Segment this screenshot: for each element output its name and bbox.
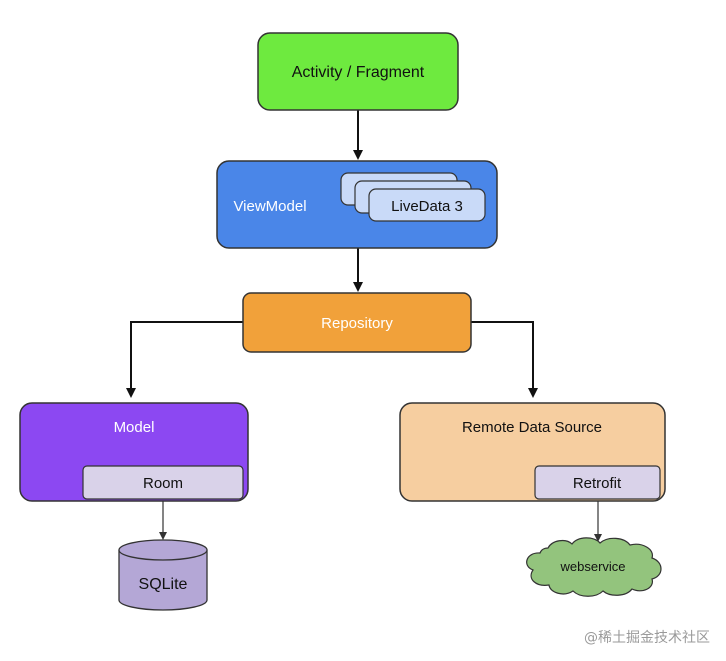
activity-label: Activity / Fragment	[292, 64, 425, 81]
livedata-label: LiveData 3	[391, 198, 463, 215]
edge-repository-remote	[471, 321, 538, 398]
retrofit-label: Retrofit	[573, 475, 622, 492]
sqlite-label: SQLite	[139, 576, 188, 593]
model-label: Model	[114, 419, 155, 436]
remote-label: Remote Data Source	[462, 419, 602, 436]
webservice-label: webservice	[559, 559, 625, 574]
repository-node	[242, 292, 472, 353]
room-node	[82, 465, 244, 500]
repository-label: Repository	[321, 315, 393, 332]
webservice-cloud-icon	[526, 537, 662, 597]
sqlite-database-icon	[118, 539, 208, 611]
livedata-card-front	[368, 188, 486, 222]
retrofit-node	[534, 465, 661, 500]
edge-repository-model	[126, 321, 243, 398]
watermark: @稀土掘金技术社区	[584, 630, 710, 646]
viewmodel-label: ViewModel	[233, 198, 306, 215]
room-label: Room	[143, 475, 183, 492]
activity-node	[257, 32, 459, 111]
